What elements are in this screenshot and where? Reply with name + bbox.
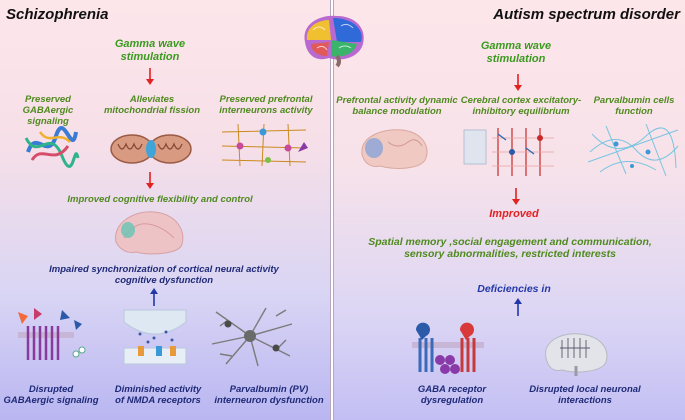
asd-improved-label: Improved xyxy=(489,208,539,220)
neuron-network-icon xyxy=(221,123,308,167)
protein-icon xyxy=(24,126,80,168)
brain-network-icon xyxy=(545,333,608,376)
scz-arrow-up xyxy=(150,288,158,306)
neural-mesh-icon xyxy=(587,123,679,177)
schizophrenia-title: Schizophrenia xyxy=(6,6,109,23)
pv-neuron-icon xyxy=(211,307,293,367)
asd-improvements: Spatial memory ,social engagement and co… xyxy=(368,236,652,261)
asd-cause-local: Disrupted local neuronal interactions xyxy=(529,384,641,407)
asd-effect-prefrontal: Prefrontal activity dynamic balance modu… xyxy=(336,95,458,118)
gaba-receptor-icon xyxy=(412,322,484,374)
asd-effect-cortex: Cerebral cortex excitatory- inhibitory e… xyxy=(460,95,582,118)
autism-panel: Autism spectrum disorder Gamma wave stim… xyxy=(333,0,685,420)
scz-effect-gaba: Preserved GABAergic signaling xyxy=(22,94,74,128)
asd-arrow-up xyxy=(514,298,522,316)
asd-arrow-down-2 xyxy=(512,188,520,205)
autism-title: Autism spectrum disorder xyxy=(493,6,680,23)
scz-arrow-down-1 xyxy=(146,68,154,85)
synapse-icon xyxy=(123,309,187,365)
scz-outcome: Improved cognitive flexibility and contr… xyxy=(67,194,253,205)
scz-stimulation-label: Gamma wave stimulation xyxy=(114,38,186,63)
scz-cause-gaba: Disrupted GABAergic signaling xyxy=(3,384,99,407)
schizophrenia-panel: Schizophrenia Gamma wave stimulation Pre… xyxy=(0,0,331,420)
asd-stimulation-label: Gamma wave stimulation xyxy=(480,40,552,65)
asd-effect-pv: Parvalbumin cells function xyxy=(593,95,675,118)
asd-deficiencies-label: Deficiencies in xyxy=(477,283,551,295)
asd-cause-gaba: GABA receptor dysregulation xyxy=(417,384,487,407)
asd-arrow-down-1 xyxy=(514,74,522,91)
scz-effect-prefrontal: Preserved prefrontal interneurons activi… xyxy=(219,94,313,117)
brain-slice-icon xyxy=(361,129,428,169)
receptor-icon xyxy=(18,308,86,360)
cortex-circuit-icon xyxy=(463,128,554,176)
scz-impairment: Impaired synchronization of cortical neu… xyxy=(49,264,279,287)
scz-cause-nmda: Diminished activity of NMDA receptors xyxy=(114,384,202,407)
scz-arrow-down-2 xyxy=(146,172,154,189)
scz-cause-pv: Parvalbumin (PV) interneuron dysfunction xyxy=(214,384,324,407)
mitochondrion-icon xyxy=(110,134,192,164)
scz-effect-mito: Alleviates mitochondrial fission xyxy=(103,94,201,117)
brain-icon xyxy=(304,15,364,68)
brain-sagittal-icon xyxy=(115,211,184,255)
